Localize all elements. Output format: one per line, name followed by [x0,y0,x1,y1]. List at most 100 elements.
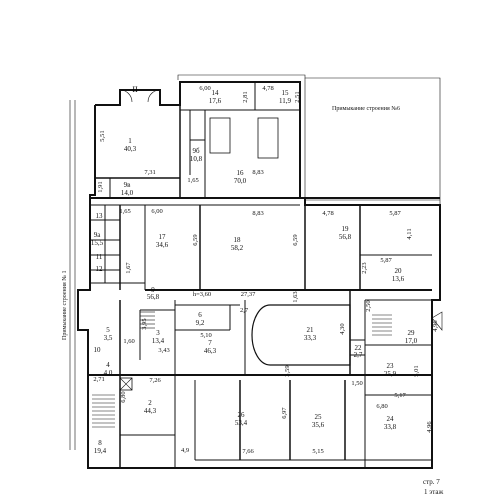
outer-wall [77,81,441,469]
room-area: 35,6 [311,421,325,429]
dimension: 6,00 [199,85,211,92]
dimension: 4,78 [262,85,274,92]
room-area: 17,6 [208,97,222,105]
room-number: 26 [237,411,245,419]
room-number: 3 [156,329,160,337]
dimension: 3,59 [283,365,291,377]
dimension: 4,96 [431,320,439,332]
room-area: 2,7 [353,351,363,359]
room-number: 15 [281,89,289,97]
room-number: 18 [233,236,241,244]
room-number: 1 [128,137,132,145]
dimension: 7,31 [144,169,156,176]
dimension: 2,81 [241,91,249,103]
dimension: 6,59 [291,234,299,246]
room-number: 23 [386,362,394,370]
room-number: 20 [394,267,402,275]
dimension: 3,43 [158,347,170,354]
dimension: 2,51 [293,91,301,103]
dimension: 6,59 [191,234,199,246]
dimension: 1,63 [291,291,299,303]
room-area: 14,0 [120,189,134,197]
room-number: 9 [151,286,155,294]
dimension: 4,78 [322,210,334,217]
dimension: 5,87 [380,257,392,264]
dimension: 5,87 [389,210,401,217]
stairs-mid [140,311,155,329]
room-area: 4,0 [103,369,113,377]
dimension: 6,80 [376,403,388,410]
room-number: 4 [106,361,110,369]
room-area: 13,6 [391,275,405,283]
room-area: 19,4 [93,447,107,455]
room-area: 53,4 [234,419,248,427]
dimension: 7,66 [242,448,254,455]
room-area: 3,5 [103,334,113,342]
room-area: 58,2 [230,244,244,252]
room-area: 40,3 [123,145,137,153]
room-number: 9a [93,231,101,239]
dimension: 5,17 [394,392,406,399]
dimension: 4,30 [338,323,346,335]
room-number: 9в [123,181,131,189]
dimension: 1,65 [187,177,199,184]
room-area: 11,9 [279,97,291,105]
dimension: h=3,60 [192,291,212,298]
room-area: 33,3 [303,334,317,342]
room-number: 29 [407,329,415,337]
stairs-left [92,394,115,428]
room-area: 9,2 [195,319,205,327]
dimension: 2,50 [364,300,372,312]
dimension: 2,23 [360,262,368,274]
dimension: 4,96 [425,421,433,433]
room-number: 19 [341,225,349,233]
dimension: 6,00 [151,208,163,215]
room-number: 11 [95,253,103,261]
dimension: 1,91 [96,181,104,193]
dimension: 7,26 [149,377,161,384]
room-number: 2 [148,399,152,407]
room-area: 44,3 [143,407,157,415]
dimension: 6,97 [280,407,288,419]
room-number: 13 [95,212,103,220]
dimension: 5,15 [312,448,324,455]
dimension: 3,95 [140,318,148,330]
adjacent-building-label-left: Примыкание строения № 1 [62,270,68,340]
room-area: 10,8 [189,155,203,163]
page-number: стр. 7 [423,478,440,486]
dimension: 27,37 [240,291,256,298]
room-number: 6 [198,311,202,319]
entrance-label: II [132,85,138,94]
stairs-right [372,314,392,336]
room-number: 7 [208,339,212,347]
dimension: 5,01 [412,365,420,377]
dimension: 1,65 [119,208,131,215]
room-number: 17 [158,233,166,241]
room-number: 8 [98,439,102,447]
adjacent-building-label: Примыкание строения №6 [332,106,400,112]
dimension: 1,60 [123,338,135,345]
room-number: 12 [95,265,103,273]
adjacent-building-outline [177,74,441,210]
room-area: 33,8 [383,423,397,431]
room-number: 25 [314,413,322,421]
room-number: 21 [306,326,314,334]
dimension: 4,9 [180,447,190,454]
room-number: 14 [211,89,219,97]
dimension: 6,80 [119,391,127,403]
dimension: 1,50 [351,380,363,387]
room-number: 16 [236,169,244,177]
room-area: 70,0 [233,177,247,185]
room-number: 9б [192,147,200,155]
room-area: 56,8 [146,293,160,301]
room-area: 15,5 [90,239,104,247]
room-area: 34,6 [155,241,169,249]
dimension: 8,83 [252,210,264,217]
dimension: 2,7 [239,307,249,314]
dimension: 8,83 [252,169,264,176]
dimension: 5,10 [200,332,212,339]
floor-label: 1 этаж [424,488,444,496]
dimension: 2,71 [93,376,105,383]
dimension: 1,67 [124,262,132,274]
